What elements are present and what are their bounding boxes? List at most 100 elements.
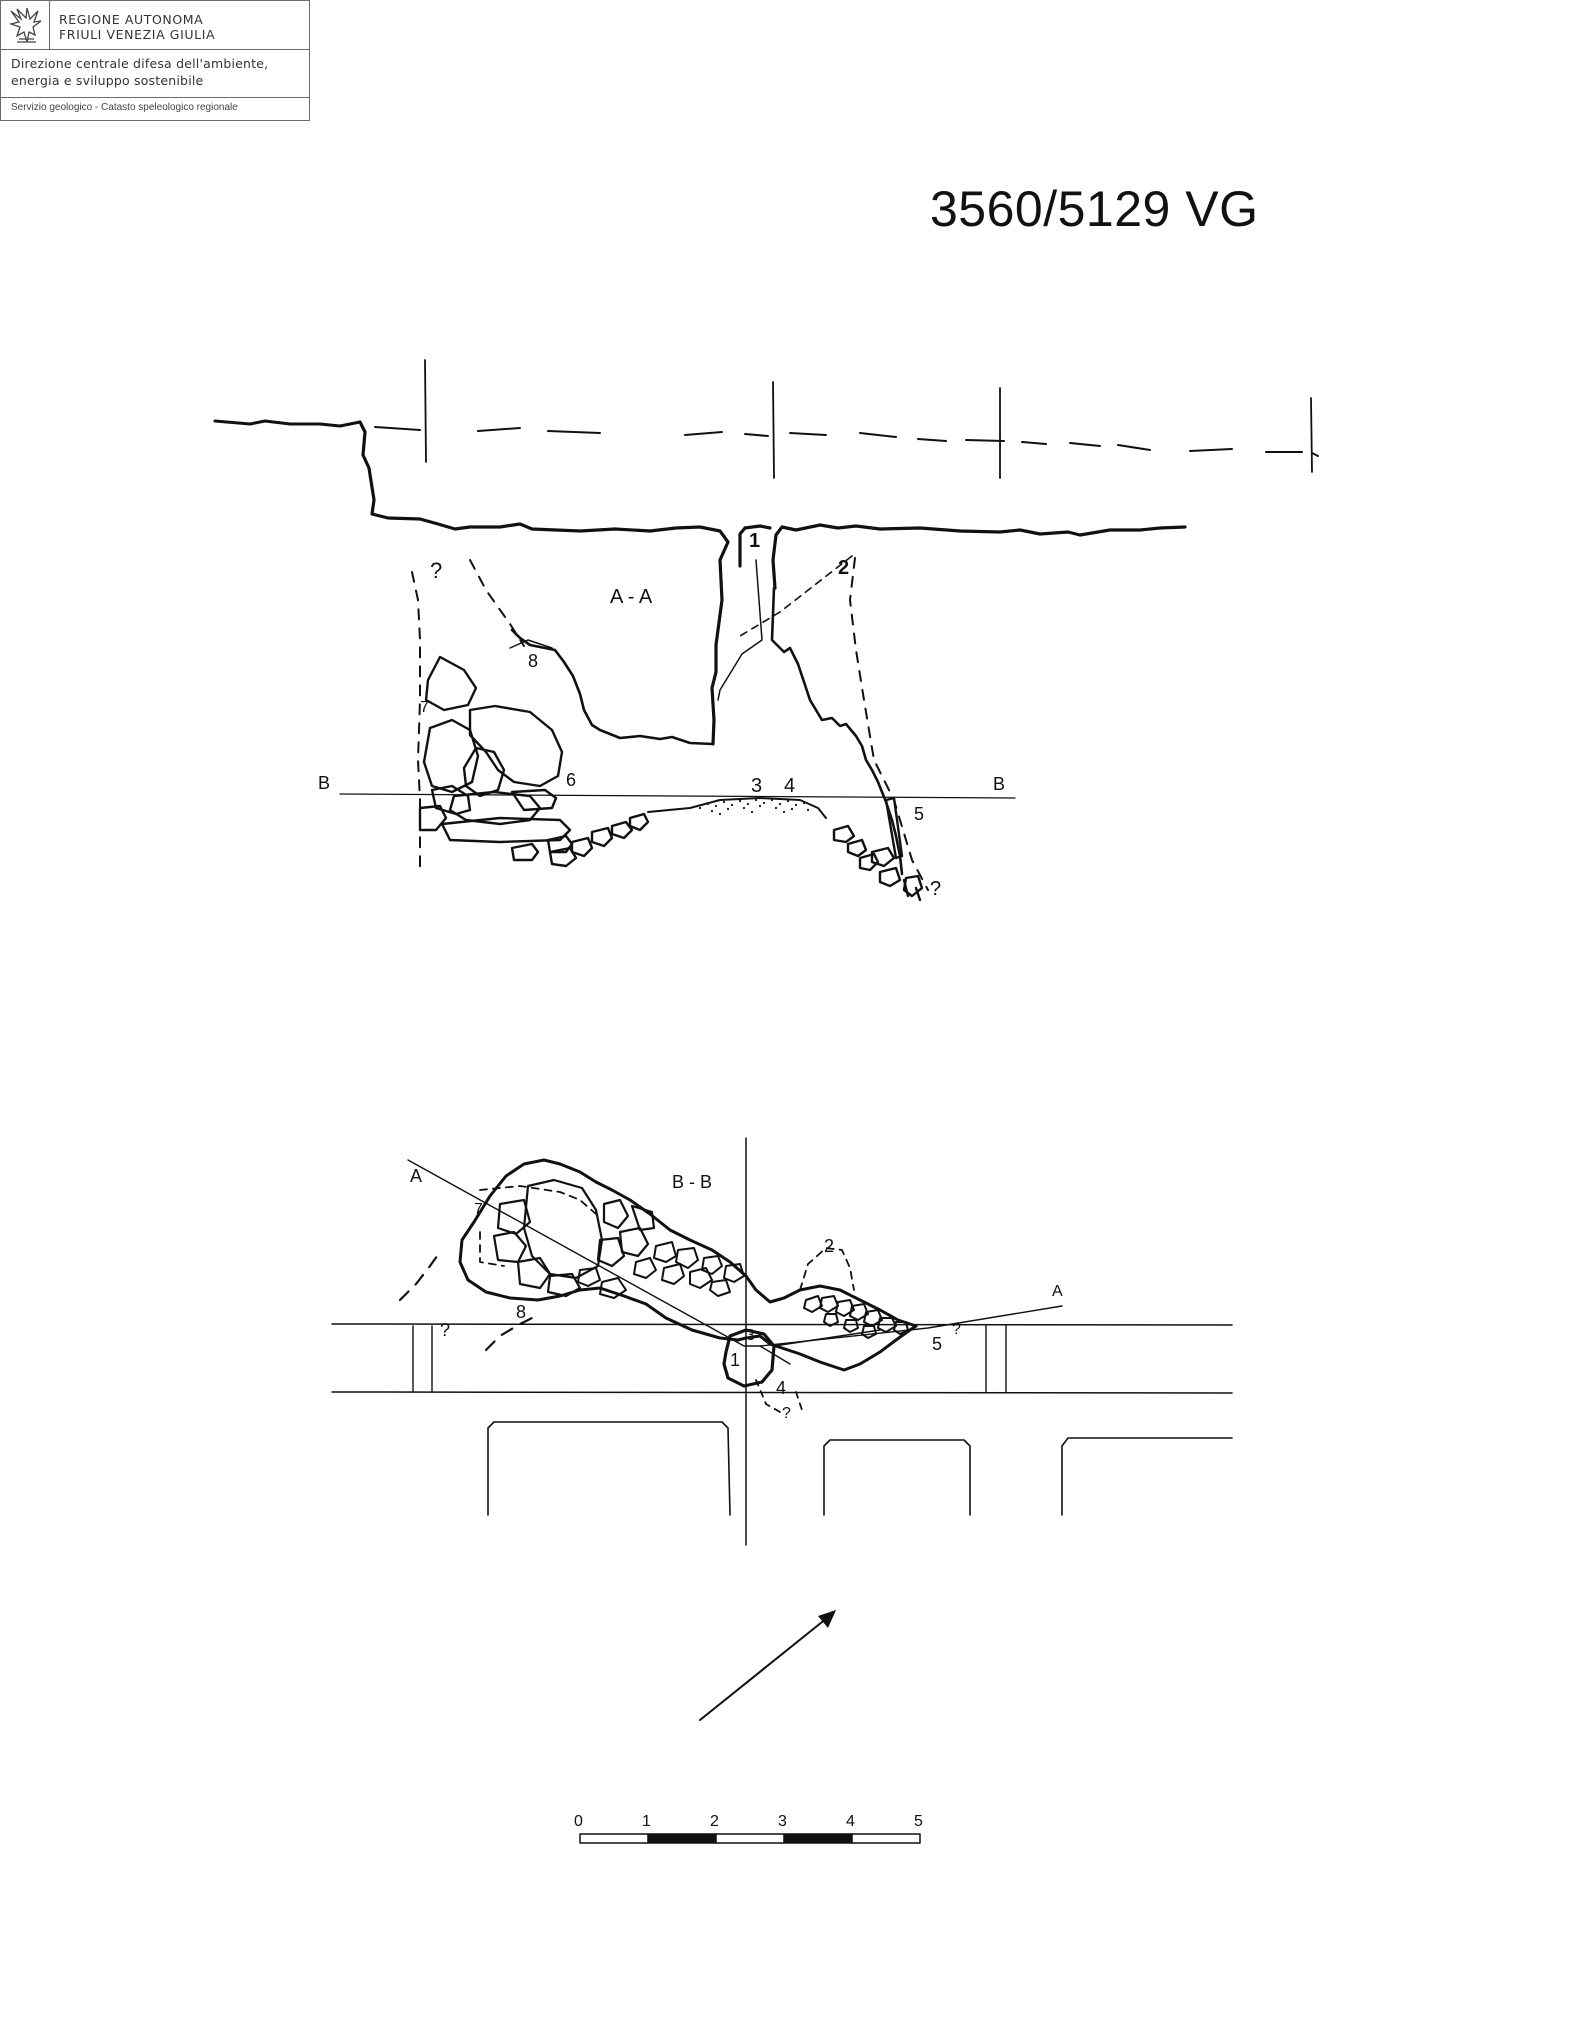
north-arrow-icon xyxy=(699,1610,836,1721)
pebble xyxy=(628,812,650,832)
section-a-a xyxy=(213,359,1319,902)
header-region-row: REGIONE AUTONOMA FRIULI VENEZIA GIULIA xyxy=(1,1,309,50)
grid-vertical xyxy=(412,1325,1007,1393)
cave-outline-section xyxy=(358,420,730,746)
sediment-dots xyxy=(698,798,810,816)
dashed-contour xyxy=(411,571,421,869)
cave-id: 3560/5129 VG xyxy=(930,181,1259,237)
boulder xyxy=(462,746,506,798)
boulder xyxy=(596,1236,626,1268)
section-station-7: 7 xyxy=(420,699,429,716)
axis-line-b-b xyxy=(339,793,1016,799)
pebble xyxy=(870,846,896,868)
department-line2: energia e sviluppo sostenibile xyxy=(11,73,204,88)
pebble xyxy=(675,1247,699,1269)
pebble xyxy=(510,842,540,862)
rock-slab xyxy=(884,796,904,860)
line-8 xyxy=(509,639,553,649)
cave-wall-right xyxy=(770,586,904,876)
pebble xyxy=(701,1255,723,1275)
dashed-line-2 xyxy=(739,555,853,637)
header-separator xyxy=(49,1,50,49)
dashed-contour-4 xyxy=(755,1379,803,1413)
plan-station-8: 8 xyxy=(516,1302,526,1322)
boulder xyxy=(630,1204,656,1232)
plan-station-1: 1 xyxy=(730,1350,740,1370)
boulder xyxy=(510,788,558,812)
grid-vertical xyxy=(424,359,1313,479)
department-line1: Direzione centrale difesa dell'ambiente, xyxy=(11,56,269,71)
section-station-3: 3 xyxy=(751,775,762,797)
pebble xyxy=(877,1317,897,1333)
pebble xyxy=(570,836,594,858)
entrance-shaft xyxy=(722,1328,776,1388)
dashed-contour xyxy=(484,1312,542,1352)
pebble xyxy=(653,1241,677,1263)
dashed-contour xyxy=(849,557,929,891)
region-name-line2: FRIULI VENEZIA GIULIA xyxy=(59,27,216,42)
pebble xyxy=(835,1299,855,1317)
scale-label-2: 2 xyxy=(710,1813,719,1830)
plan-title: B - B xyxy=(672,1172,712,1192)
service-name: Servizio geologico - Catasto speleologic… xyxy=(11,102,238,113)
boulder xyxy=(424,655,478,712)
pebble xyxy=(548,846,578,868)
section-station-8: 8 xyxy=(528,651,538,671)
cave-roof-left xyxy=(510,628,715,746)
plan-axis-left: A xyxy=(410,1166,422,1186)
plan-station-3: 3 xyxy=(746,1327,755,1344)
pebble xyxy=(902,878,922,902)
pebble xyxy=(709,1279,731,1297)
plan-axis-right: A xyxy=(1052,1283,1063,1300)
section-station-1: 1 xyxy=(749,530,760,552)
pebble xyxy=(590,826,614,848)
region-name-line1: REGIONE AUTONOMA xyxy=(59,12,204,27)
dashed-contour xyxy=(479,1185,597,1267)
boulder xyxy=(522,1178,604,1280)
pebble xyxy=(843,1319,859,1333)
boulder xyxy=(546,1272,582,1298)
pebble xyxy=(849,1303,869,1321)
boulder xyxy=(422,718,480,794)
scale-bar xyxy=(579,1833,921,1844)
shaft-center-line xyxy=(717,559,763,701)
scale-label-4: 4 xyxy=(846,1813,855,1830)
scale-bar-segment xyxy=(648,1834,716,1843)
plan-station-4: 4 xyxy=(776,1378,786,1398)
pebble xyxy=(610,820,634,840)
header-box: REGIONE AUTONOMA FRIULI VENEZIA GIULIA D… xyxy=(0,0,310,121)
section-unknown-mark: ? xyxy=(430,558,442,583)
section-station-4: 4 xyxy=(784,775,795,797)
scale-label-3: 3 xyxy=(778,1813,787,1830)
plan-unknown-mark: ? xyxy=(782,1405,791,1422)
boulder xyxy=(468,704,564,788)
boulder xyxy=(602,1198,630,1230)
pebble xyxy=(661,1263,685,1285)
pebble xyxy=(819,1295,839,1313)
pebble xyxy=(823,1313,839,1327)
shaft-right-wall xyxy=(771,523,1187,590)
plan-b-b xyxy=(331,1137,1233,1546)
pebble xyxy=(633,1257,657,1279)
cave-outline-plan xyxy=(458,1220,918,1372)
dashed-contour xyxy=(469,559,525,647)
section-station-2: 2 xyxy=(838,557,849,579)
pebble xyxy=(577,1267,601,1287)
section-axis-left: B xyxy=(318,773,330,793)
boulder xyxy=(496,1198,532,1236)
section-axis-right: B xyxy=(993,774,1005,794)
pebble xyxy=(832,824,856,844)
scale-bar-segment xyxy=(784,1834,852,1843)
boulder xyxy=(492,1230,528,1264)
header-service-row: Servizio geologico - Catasto speleologic… xyxy=(1,98,309,120)
dashed-contour xyxy=(398,1250,442,1302)
pebble xyxy=(599,1277,627,1299)
building-outline xyxy=(823,1439,971,1516)
pebble xyxy=(878,866,902,888)
building-outline xyxy=(487,1421,731,1516)
grid-horizontal xyxy=(331,1323,1233,1394)
plan-station-5: 5 xyxy=(932,1334,942,1354)
plan-unknown-mark: ? xyxy=(440,1320,450,1340)
pebble xyxy=(803,1295,823,1313)
